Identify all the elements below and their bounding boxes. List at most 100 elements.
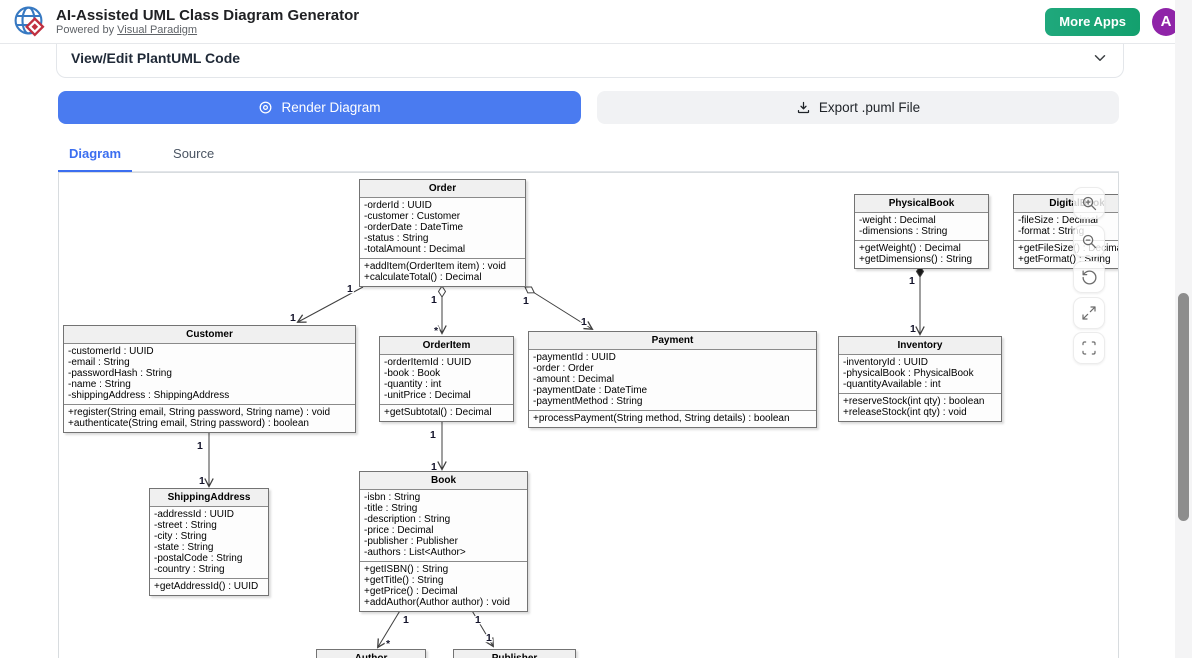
uml-attributes: -isbn : String-title : String-descriptio… <box>360 490 527 562</box>
uml-member: -customerId : UUID <box>68 346 154 357</box>
uml-class-publisher: Publisher <box>453 649 576 658</box>
uml-member: -dimensions : String <box>859 226 948 237</box>
uml-member: +getPrice() : Decimal <box>364 586 458 597</box>
uml-attributes: -orderId : UUID-customer : Customer-orde… <box>360 198 525 259</box>
uml-member: +releaseStock(int qty) : void <box>843 407 967 418</box>
page-scrollbar-thumb[interactable] <box>1178 293 1189 521</box>
uml-class-inventory: Inventory-inventoryId : UUID-physicalBoo… <box>838 336 1002 422</box>
uml-member: -customer : Customer <box>364 211 461 222</box>
uml-methods: +register(String email, String password,… <box>64 405 355 432</box>
uml-member: -order : Order <box>533 363 594 374</box>
uml-attributes: -addressId : UUID-street : String-city :… <box>150 507 268 579</box>
svg-text:1: 1 <box>347 283 353 295</box>
uml-class-title: ShippingAddress <box>150 489 268 507</box>
uml-member: +getFileSize() : Decimal <box>1018 243 1119 254</box>
powered-by: Powered by Visual Paradigm <box>56 24 1045 37</box>
export-puml-label: Export .puml File <box>818 100 921 115</box>
uml-class-shippingaddress: ShippingAddress-addressId : UUID-street … <box>149 488 269 596</box>
uml-member: +register(String email, String password,… <box>68 407 331 418</box>
svg-text:1: 1 <box>523 295 529 307</box>
fit-button[interactable] <box>1073 332 1105 364</box>
uml-member: -paymentMethod : String <box>533 396 643 407</box>
chevron-down-icon <box>1094 54 1106 61</box>
uml-class-title: OrderItem <box>380 337 513 355</box>
uml-attributes: -fileSize : Decimal-format : String <box>1014 213 1118 241</box>
tab-bar: Diagram Source <box>58 146 1119 172</box>
tab-source[interactable]: Source <box>173 146 215 161</box>
uml-member: -status : String <box>364 233 429 244</box>
uml-class-order: Order-orderId : UUID-customer : Customer… <box>359 179 526 287</box>
uml-member: -orderItemId : UUID <box>384 357 472 368</box>
uml-member: -state : String <box>154 542 214 553</box>
uml-attributes: -customerId : UUID-email : String-passwo… <box>64 344 355 405</box>
uml-class-orderitem: OrderItem-orderItemId : UUID-book : Book… <box>379 336 514 422</box>
uml-member: -amount : Decimal <box>533 374 615 385</box>
plantuml-panel-title: View/Edit PlantUML Code <box>71 49 241 66</box>
uml-member: +reserveStock(int qty) : boolean <box>843 396 985 407</box>
uml-member: +getAddressId() : UUID <box>154 581 259 592</box>
svg-text:1: 1 <box>431 294 437 306</box>
svg-text:1: 1 <box>431 461 437 473</box>
uml-member: -price : Decimal <box>364 525 434 536</box>
uml-member: -title : String <box>364 503 418 514</box>
plantuml-code-panel[interactable]: View/Edit PlantUML Code <box>56 38 1124 78</box>
uml-attributes: -inventoryId : UUID-physicalBook : Physi… <box>839 355 1001 394</box>
uml-class-title: Author <box>317 650 425 658</box>
uml-member: +getDimensions() : String <box>859 254 973 265</box>
uml-member: -paymentId : UUID <box>533 352 616 363</box>
svg-text:1: 1 <box>290 312 296 324</box>
uml-methods: +addItem(OrderItem item) : void+calculat… <box>360 259 525 286</box>
uml-class-author: Author <box>316 649 426 658</box>
uml-attributes: -orderItemId : UUID-book : Book-quantity… <box>380 355 513 405</box>
visual-paradigm-link[interactable]: Visual Paradigm <box>117 23 198 36</box>
uml-member: +processPayment(String method, String de… <box>533 413 790 424</box>
tab-diagram[interactable]: Diagram <box>58 146 133 172</box>
export-puml-button[interactable]: Export .puml File <box>597 91 1119 124</box>
uml-member: +addItem(OrderItem item) : void <box>364 261 506 272</box>
uml-member: -physicalBook : PhysicalBook <box>843 368 974 379</box>
uml-class-title: Customer <box>64 326 355 344</box>
uml-member: -isbn : String <box>364 492 421 503</box>
svg-text:*: * <box>434 325 439 337</box>
zoom-in-button[interactable] <box>1073 187 1105 219</box>
zoom-out-button[interactable] <box>1073 225 1105 257</box>
svg-text:1: 1 <box>909 275 915 287</box>
uml-class-title: Book <box>360 472 527 490</box>
uml-methods: +getWeight() : Decimal+getDimensions() :… <box>855 241 988 268</box>
svg-text:1: 1 <box>910 323 916 335</box>
uml-member: -authors : List<Author> <box>364 547 466 558</box>
uml-member: -addressId : UUID <box>154 509 235 520</box>
reset-view-icon <box>1081 269 1097 285</box>
zoom-out-icon <box>1082 234 1096 248</box>
uml-member: -inventoryId : UUID <box>843 357 929 368</box>
svg-text:1: 1 <box>475 614 481 626</box>
uml-class-title: Inventory <box>839 337 1001 355</box>
uml-member: -email : String <box>68 357 130 368</box>
uml-member: +getSubtotal() : Decimal <box>384 407 492 418</box>
uml-member: -shippingAddress : ShippingAddress <box>68 390 230 401</box>
zoom-in-icon <box>1082 196 1096 210</box>
svg-text:1: 1 <box>403 614 409 626</box>
uml-member: +getFormat() : String <box>1018 254 1111 265</box>
svg-text:1: 1 <box>581 316 587 328</box>
expand-button[interactable] <box>1073 297 1105 329</box>
uml-member: +getISBN() : String <box>364 564 449 575</box>
reset-button[interactable] <box>1073 261 1105 293</box>
uml-member: -country : String <box>154 564 225 575</box>
svg-text:1: 1 <box>197 440 203 452</box>
render-diagram-button[interactable]: Render Diagram <box>58 91 581 124</box>
svg-text:1: 1 <box>486 632 492 644</box>
action-buttons-row: Render Diagram Export .puml File <box>58 91 1119 124</box>
uml-class-title: PhysicalBook <box>855 195 988 213</box>
uml-member: +addAuthor(Author author) : void <box>364 597 510 608</box>
more-apps-button[interactable]: More Apps <box>1045 7 1140 36</box>
render-preview-icon <box>260 101 272 114</box>
uml-member: -unitPrice : Decimal <box>384 390 471 401</box>
uml-member: -format : String <box>1018 226 1085 237</box>
uml-member: -postalCode : String <box>154 553 243 564</box>
powered-by-text: Powered by <box>56 23 115 36</box>
app-header: AI-Assisted UML Class Diagram Generator … <box>0 0 1192 44</box>
